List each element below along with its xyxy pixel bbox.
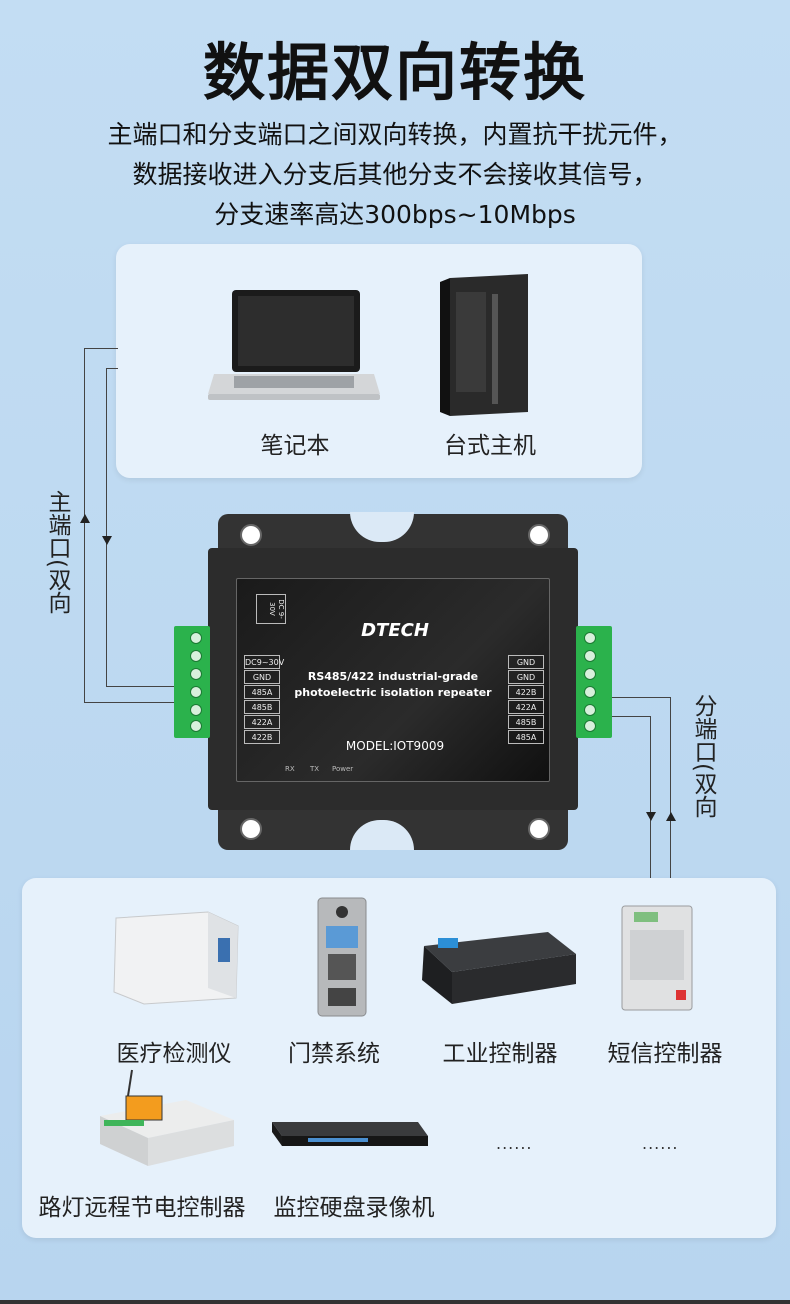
client-label-door-access: 门禁系统 [288,1041,380,1067]
client-label-dvr: 监控硬盘录像机 [273,1195,435,1221]
left-pin-label: 485B [244,700,280,714]
right-pin-label: GND [508,670,544,684]
subtitle-line-2: 数据接收进入分支后其他分支不会接收其信号， [132,160,658,189]
terminal-screw [190,632,202,644]
led-label-tx: TX [310,765,320,773]
mount-hole [528,524,550,546]
device-faceplate [236,578,550,782]
right-pin-label: 485B [508,715,544,729]
subtitle-line-1: 主端口和分支端口之间双向转换，内置抗干扰元件， [107,120,683,149]
terminal-screw [584,632,596,644]
model-number: MODEL:IOT9009 [345,739,445,753]
page-title: 数据双向转换 [202,36,587,109]
right-pin-label: 422A [508,700,544,714]
power-input-label: DC 9-30V [256,594,286,624]
mount-hole [240,524,262,546]
laptop-label: 笔记本 [260,433,330,459]
main-wire-top-inner [106,368,118,369]
right-terminal-block [576,626,612,738]
terminal-screw [190,650,202,662]
terminal-screw [584,686,596,698]
client-label-medical: 医疗检测仪 [116,1041,232,1067]
more-devices-ellipsis: ...... [496,1134,533,1153]
main-wire-bottom-inner [106,686,176,687]
left-pin-label: 485A [244,685,280,699]
laptop-icon [208,290,380,400]
client-label-industrial: 工业控制器 [442,1041,558,1067]
desktop-tower-icon [440,274,528,416]
brand-logo: DTECH [361,620,429,641]
left-pin-label: GND [244,670,280,684]
door-access-panel-icon [317,897,367,1017]
right-pin-label: 422B [508,685,544,699]
main-port-label: 主端口(双向 [44,490,70,614]
industrial-controller-icon [422,932,576,1004]
branch-wire-top-outer [612,697,670,698]
product-name-line-2: photoelectric isolation repeater [294,686,492,699]
main-up-arrow-icon [80,514,90,523]
terminal-screw [190,686,202,698]
mount-hole [528,818,550,840]
product-name-line-1: RS485/422 industrial-grade [307,670,479,683]
terminal-screw [584,704,596,716]
mount-hole [240,818,262,840]
main-down-arrow-icon [102,536,112,545]
terminal-screw [190,704,202,716]
sms-controller-icon [621,905,693,1011]
led-label-rx: RX [285,765,295,773]
left-pin-label: DC9~30V [244,655,284,669]
main-wire-bottom-outer [84,702,176,703]
right-pin-label: GND [508,655,544,669]
host-card [116,244,642,478]
client-label-street-light: 路灯远程节电控制器 [38,1195,246,1221]
subtitle-line-3: 分支速率高达300bps~10Mbps [214,200,576,229]
medical-analyzer-icon [113,911,239,1005]
client-label-sms: 短信控制器 [607,1041,723,1067]
dvr-recorder-icon [272,1122,428,1146]
main-wire-vertical-inner [106,368,107,686]
branch-wire-top-inner [612,716,650,717]
bottom-rule [0,1300,790,1304]
desktop-label: 台式主机 [444,433,536,459]
left-pin-label: 422B [244,730,280,744]
led-label-power: Power [332,765,354,773]
left-pin-label: 422A [244,715,280,729]
page-subtitle: 主端口和分支端口之间双向转换，内置抗干扰元件， 数据接收进入分支后其他分支不会接… [0,115,790,235]
main-wire-vertical-outer [84,348,85,702]
terminal-screw [584,650,596,662]
terminal-screw [584,668,596,680]
branch-down-arrow-icon [646,812,656,821]
left-terminal-block [174,626,210,738]
branch-up-arrow-icon [666,812,676,821]
right-pin-label: 485A [508,730,544,744]
more-devices-ellipsis: ...... [642,1134,679,1153]
terminal-screw [190,720,202,732]
branch-wire-vertical-outer [670,697,671,879]
branch-wire-vertical-inner [650,716,651,879]
terminal-screw [190,668,202,680]
street-light-controller-icon [100,1069,234,1166]
branch-port-label: 分端口(双向 [690,694,716,818]
terminal-screw [584,720,596,732]
main-wire-top-outer [84,348,118,349]
